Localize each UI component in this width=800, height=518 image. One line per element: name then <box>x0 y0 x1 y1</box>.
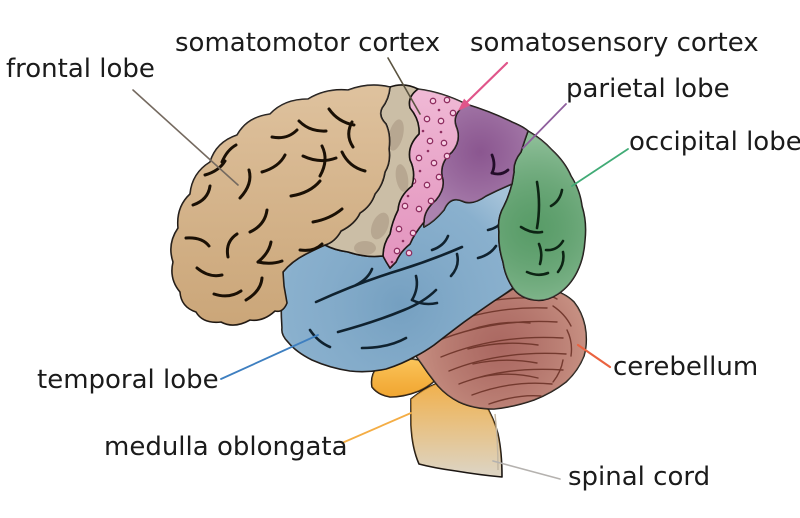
occipital-sulci <box>519 180 565 277</box>
somatosensory-cortex-leader-line <box>465 61 509 104</box>
frontal-sulci <box>184 107 367 302</box>
label-frontal-lobe: frontal lobe <box>6 54 155 84</box>
label-temporal-lobe: temporal lobe <box>37 365 219 395</box>
parietal-lobe-region <box>423 103 529 228</box>
parietal-lobe-leader-line <box>522 103 567 149</box>
label-parietal-lobe: parietal lobe <box>566 74 730 104</box>
temporal-lobe-region <box>280 183 514 373</box>
somatosensory-dots <box>393 96 457 257</box>
spinal-cord-crease <box>494 413 499 471</box>
occipital-lobe-region <box>497 130 587 302</box>
occipital-lobe-leader-line <box>571 148 629 187</box>
spinal-cord-leader-line <box>492 460 561 480</box>
somatosensory-small-dots <box>390 108 443 264</box>
label-somatomotor-cortex: somatomotor cortex <box>175 28 441 58</box>
frontal-lobe-region <box>170 84 391 326</box>
medulla-oblongata-leader-line <box>341 412 412 444</box>
label-cerebellum: cerebellum <box>613 352 759 382</box>
somatosensory-arrowhead <box>458 98 471 111</box>
somatomotor-cortex-leader-line <box>387 57 421 115</box>
label-occipital-lobe: occipital lobe <box>629 127 800 157</box>
somatosensory-cortex-region <box>382 88 467 269</box>
temporal-lobe-leader-line <box>220 334 319 380</box>
label-spinal-cord: spinal cord <box>568 462 711 492</box>
somatomotor-cortex-region <box>324 84 420 258</box>
parietal-sulci <box>490 153 510 176</box>
label-medulla-oblongata: medulla oblongata <box>104 432 348 462</box>
label-somatosensory-cortex: somatosensory cortex <box>470 28 759 58</box>
somatomotor-texture <box>354 119 409 255</box>
frontal-lobe-leader-line <box>132 89 239 186</box>
temporal-sulci <box>308 218 506 350</box>
cerebellum-leader-line <box>576 343 612 369</box>
spinal-cord-region <box>410 379 503 478</box>
